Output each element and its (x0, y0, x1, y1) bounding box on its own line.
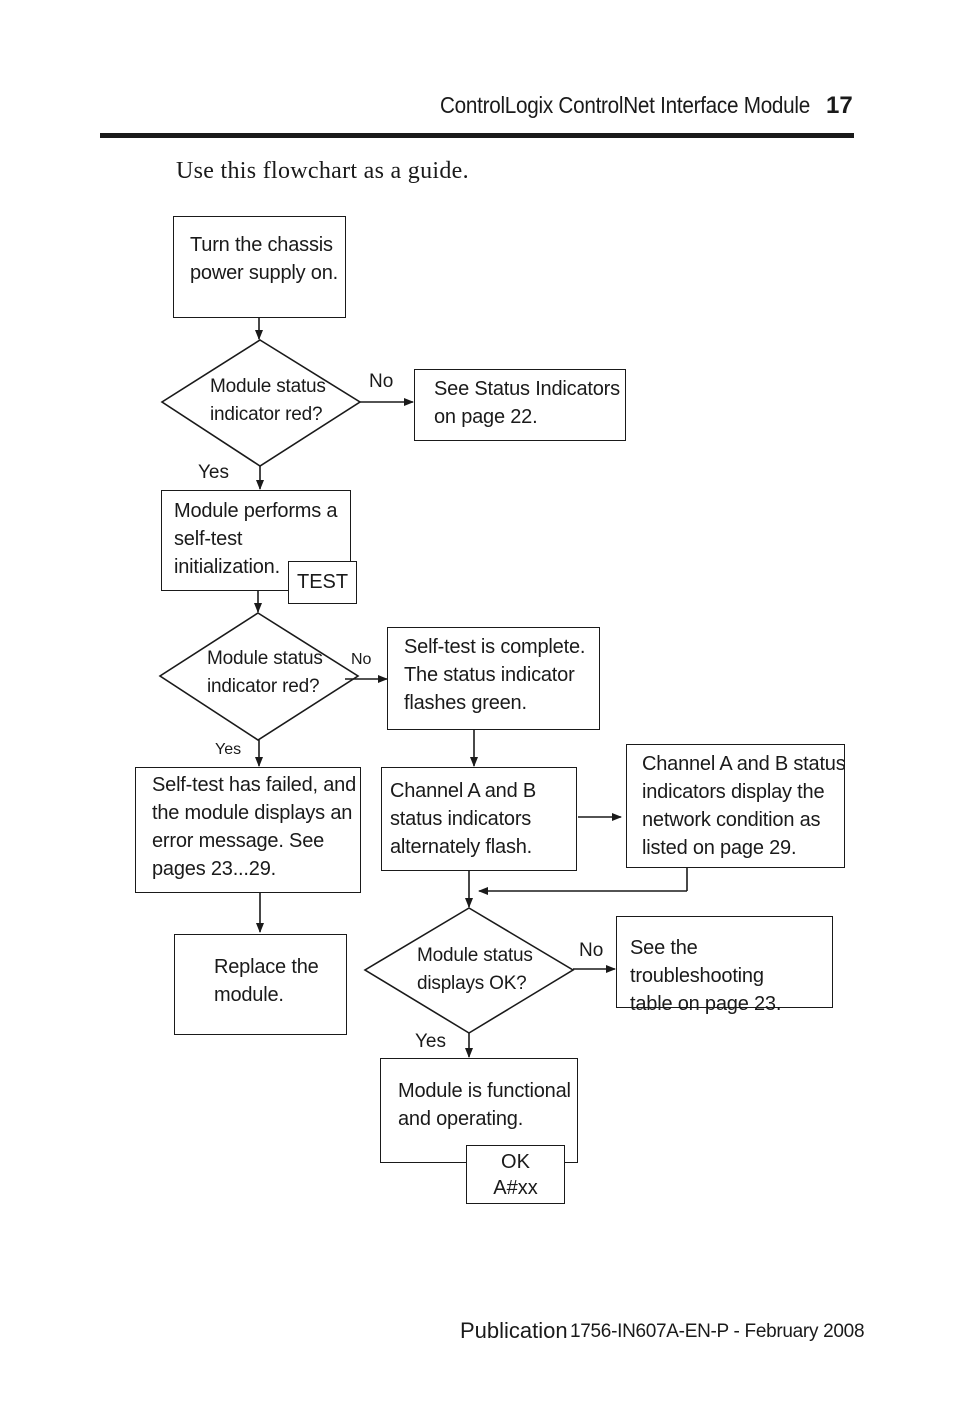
self-test-failed-box (135, 767, 361, 893)
test-display-badge: TEST (288, 561, 357, 604)
step-power-on-text: Turn the chassis power supply on. (190, 234, 339, 284)
decision-diamond-2 (158, 612, 360, 741)
header-rule (100, 133, 854, 138)
ok-badge-line2: A#xx (493, 1177, 538, 1199)
decision-2-text: Module status indicator red? (207, 648, 323, 697)
replace-module-box (174, 934, 347, 1035)
see-troubleshooting-text: See the troubleshooting table on page 23… (630, 937, 782, 1015)
replace-module-text: Replace the module. (214, 956, 319, 1006)
ok-badge-line1: OK (501, 1151, 530, 1173)
channel-network-box (626, 744, 845, 868)
decision-3-no-label: No (579, 940, 604, 961)
see-status-indicators-text: See Status Indicators on page 22. (434, 378, 620, 428)
decision-1-no-label: No (369, 371, 394, 392)
self-test-complete-box (387, 627, 600, 730)
self-test-complete-text: Self-test is complete. The status indica… (404, 636, 586, 714)
running-header-title: ControlLogix ControlNet Interface Module (439, 92, 810, 118)
channel-flash-text: Channel A and B status indicators altern… (390, 780, 537, 858)
see-status-indicators-box (414, 369, 626, 441)
channel-flash-box (381, 767, 577, 871)
self-test-text: Module performs a self-test initializati… (174, 500, 338, 578)
step-power-on-box (173, 216, 346, 318)
decision-1-text: Module status indicator red? (210, 376, 326, 425)
page-number: 17 (826, 92, 853, 119)
footer-publication-number: 1756-IN607A-EN-P - February 2008 (570, 1321, 865, 1342)
decision-1-yes-label: Yes (198, 462, 229, 483)
ok-display-badge: OK A#xx (466, 1145, 565, 1204)
decision-2-yes-label: Yes (215, 741, 242, 758)
decision-2-no-label: No (351, 651, 372, 668)
see-troubleshooting-box (616, 916, 833, 1008)
decision-3-yes-label: Yes (415, 1031, 446, 1052)
channel-network-text: Channel A and B status indicators displa… (642, 753, 846, 859)
self-test-failed-text: Self-test has failed, and the module dis… (152, 774, 357, 880)
functional-text: Module is functional and operating. (398, 1080, 571, 1130)
intro-text: Use this flowchart as a guide. (176, 158, 469, 184)
footer-publication-label: Publication (460, 1318, 568, 1343)
decision-3-text: Module status displays OK? (417, 945, 533, 994)
